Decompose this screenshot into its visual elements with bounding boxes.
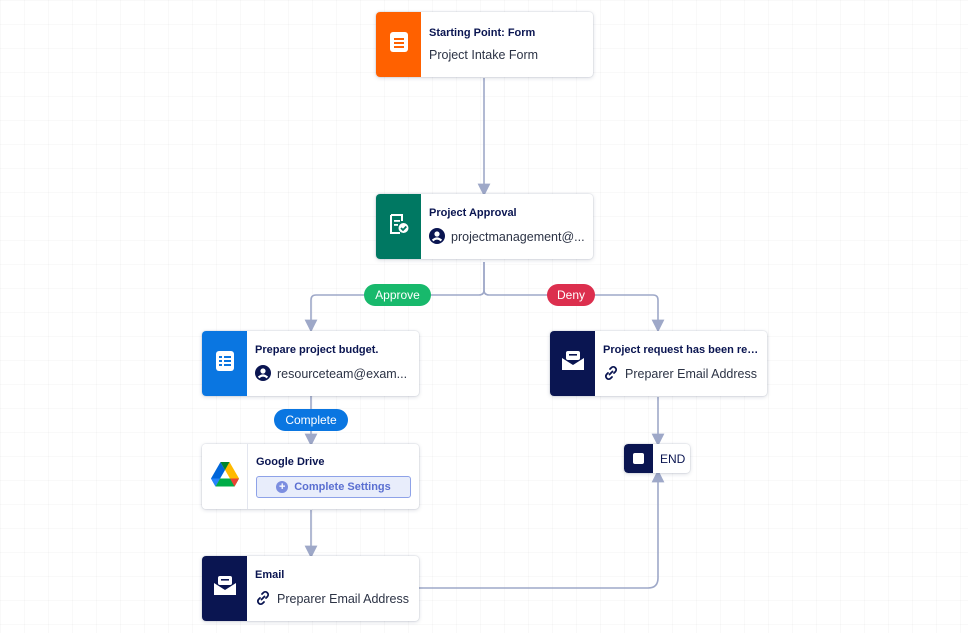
start-icon-panel — [376, 12, 421, 77]
complete-settings-button[interactable]: + Complete Settings — [256, 475, 411, 498]
task-list-icon — [215, 350, 235, 377]
approval-icon-panel — [376, 194, 421, 259]
rejected-icon-panel — [550, 331, 595, 396]
google-drive-icon — [210, 461, 239, 492]
email-node[interactable]: Email Preparer Email Address — [202, 556, 419, 621]
end-label: END — [660, 451, 686, 466]
approval-node[interactable]: Project Approval projectmanagement@... — [376, 194, 593, 259]
google-drive-node[interactable]: Google Drive + Complete Settings — [202, 444, 419, 509]
rejected-email-node[interactable]: Project request has been reje... Prepare… — [550, 331, 767, 396]
form-icon — [389, 31, 409, 58]
plus-icon: + — [276, 480, 289, 493]
node-title: Prepare project budget. — [255, 343, 379, 356]
link-icon — [255, 590, 271, 609]
node-assignee: resourceteam@exam... — [277, 367, 408, 381]
email-icon-panel — [202, 556, 247, 621]
end-node[interactable]: END — [624, 444, 690, 473]
link-icon — [603, 365, 619, 384]
node-recipient: Preparer Email Address — [625, 367, 758, 381]
user-icon — [429, 227, 445, 247]
email-icon — [213, 575, 237, 602]
connector-email-to-end — [419, 469, 665, 589]
node-title: Starting Point: Form — [429, 27, 536, 39]
node-recipient: Preparer Email Address — [277, 592, 410, 606]
budget-task-node[interactable]: Prepare project budget. resourceteam@exa… — [202, 331, 419, 396]
complete-label[interactable]: Complete — [274, 409, 348, 431]
node-title: Project Approval — [429, 206, 517, 219]
email-icon — [561, 350, 585, 377]
approve-label[interactable]: Approve — [364, 284, 431, 306]
stop-icon — [624, 444, 653, 473]
complete-settings-label: Complete Settings — [294, 480, 391, 493]
user-icon — [255, 364, 271, 384]
gdrive-icon-panel — [202, 444, 248, 509]
node-title: Google Drive — [256, 455, 325, 468]
start-form-node[interactable]: Starting Point: Form Project Intake Form — [376, 12, 593, 77]
node-assignee: projectmanagement@... — [451, 230, 585, 244]
node-title: Project request has been reje... — [603, 343, 759, 356]
budget-icon-panel — [202, 331, 247, 396]
node-subtitle: Project Intake Form — [429, 48, 539, 62]
node-title: Email — [255, 568, 285, 581]
deny-label[interactable]: Deny — [547, 284, 595, 306]
approval-icon — [388, 213, 410, 240]
